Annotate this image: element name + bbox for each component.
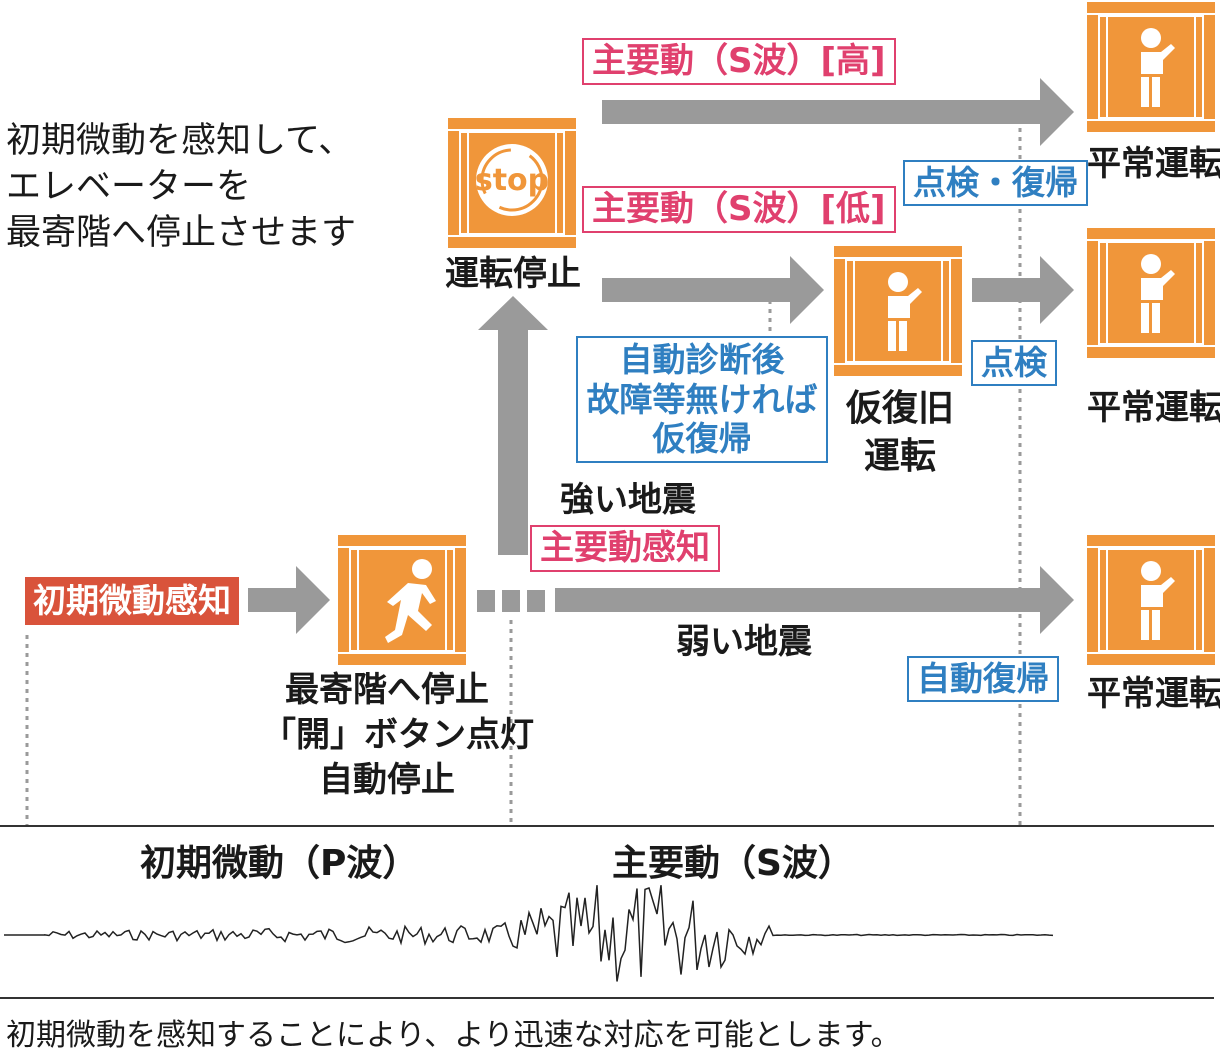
intro-line-2: エレベーターを xyxy=(6,167,252,208)
auto-diag-line-3: 仮復帰 xyxy=(652,419,752,459)
strong-quake-label: 強い地震 xyxy=(560,480,696,520)
p-wave-label: 初期微動（P波） xyxy=(140,843,419,884)
elevator-stop-icon: stop xyxy=(447,117,577,249)
footer-note: 初期微動を感知することにより、より迅速な対応を可能とします。 xyxy=(6,1018,901,1053)
arrow-detect-to-stop xyxy=(248,566,330,634)
s-wave-high-label: 主要動（S波）[高] xyxy=(582,38,896,86)
dash-3 xyxy=(527,590,545,612)
nearest-stop-line-1: 最寄階へ停止 xyxy=(285,670,489,710)
intro-line-3: 最寄階へ停止させます xyxy=(6,213,357,254)
dash-1 xyxy=(477,590,495,612)
auto-diagnosis-box: 自動診断後 故障等無ければ 仮復帰 xyxy=(576,336,828,463)
initial-detect-label: 初期微動感知 xyxy=(25,577,239,625)
elevator-temp-restore-icon xyxy=(833,245,963,377)
stop-label: 運転停止 xyxy=(445,254,581,294)
main-motion-detect-label: 主要動感知 xyxy=(530,525,720,573)
arrow-high xyxy=(602,78,1074,146)
auto-restore-label: 自動復帰 xyxy=(907,656,1059,702)
arrow-weak xyxy=(555,566,1074,634)
seismic-waveform xyxy=(4,885,1054,982)
inspect-label: 点検 xyxy=(971,340,1057,386)
intro-line-1: 初期微動を感知して、 xyxy=(6,121,354,161)
svg-text:stop: stop xyxy=(475,163,549,198)
inspect-restore-label: 点検・復帰 xyxy=(903,160,1088,206)
nearest-stop-line-2: 「開」ボタン点灯 xyxy=(262,714,534,755)
s-wave-label: 主要動（S波） xyxy=(612,843,854,884)
arrow-low xyxy=(602,256,824,324)
temp-restore-line-2: 運転 xyxy=(863,435,936,477)
temp-restore-line-1: 仮復旧 xyxy=(845,388,954,429)
elevator-normal-icon-2 xyxy=(1086,227,1216,359)
s-wave-low-label: 主要動（S波）[低] xyxy=(582,186,896,234)
nearest-stop-label: 最寄階へ停止 「開」ボタン点灯 自動停止 xyxy=(262,668,534,803)
auto-diag-line-1: 自動診断後 xyxy=(619,340,785,379)
arrow-temp-to-normal xyxy=(972,256,1074,324)
elevator-normal-icon-3 xyxy=(1086,534,1216,666)
temp-restore-label: 仮復旧 運転 xyxy=(830,385,970,480)
normal-operation-label-2: 平常運転 xyxy=(1087,388,1220,428)
elevator-normal-icon-1 xyxy=(1086,1,1216,133)
dash-2 xyxy=(502,590,520,612)
normal-operation-label-1: 平常運転 xyxy=(1087,144,1220,184)
weak-quake-label: 弱い地震 xyxy=(676,622,812,662)
arrow-strong-up xyxy=(478,296,548,555)
nearest-stop-line-3: 自動停止 xyxy=(319,759,455,800)
elevator-running-person-icon xyxy=(337,534,467,666)
normal-operation-label-3: 平常運転 xyxy=(1087,674,1220,714)
intro-text: 初期微動を感知して、 エレベーターを 最寄階へ停止させます xyxy=(6,118,356,257)
auto-diag-line-2: 故障等無ければ xyxy=(586,379,818,419)
